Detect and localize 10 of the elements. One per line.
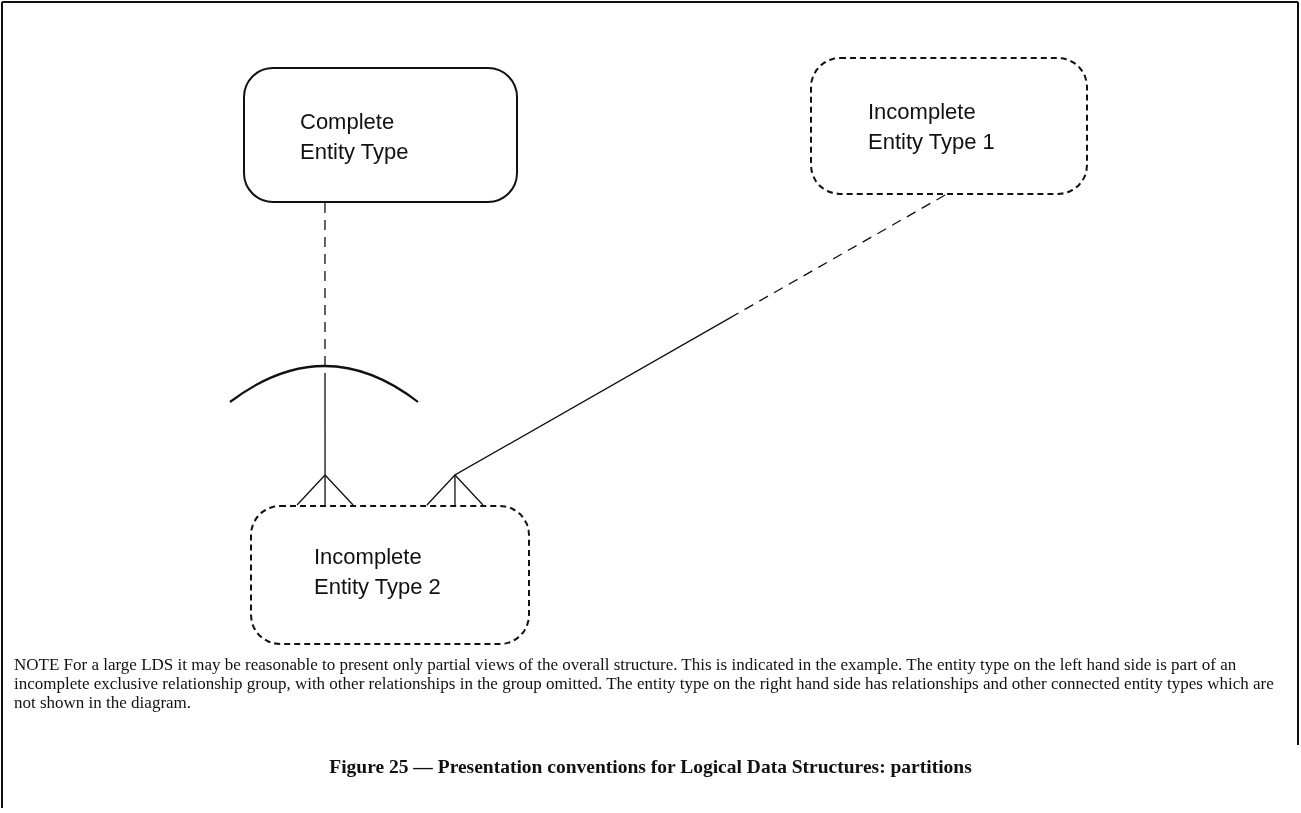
relationship-line [426,194,946,506]
incomplete-entity-box [250,505,530,645]
entity-name: Incomplete Entity Type 2 [314,543,442,601]
relationship-line [296,202,354,506]
entity-name: Complete Entity Type [300,108,410,166]
figure-caption: Figure 25 — Presentation conventions for Logical Data Structures: partitions [328,756,973,778]
entity-name: Incomplete Entity Type 1 [868,98,996,156]
entity-box [243,67,518,203]
incomplete-entity-box [810,57,1088,195]
note-text: NOTE For a large LDS it may be reasonable to present only partial views of the overall structure. This is indicated in the example. The entity type on the left hand side is part of an incomplete exclusive relationship group, with other relationships in the group omitted. The entity type on the right hand side has relationships and other connected entity types which are not shown in the diagram. [14,655,1275,712]
